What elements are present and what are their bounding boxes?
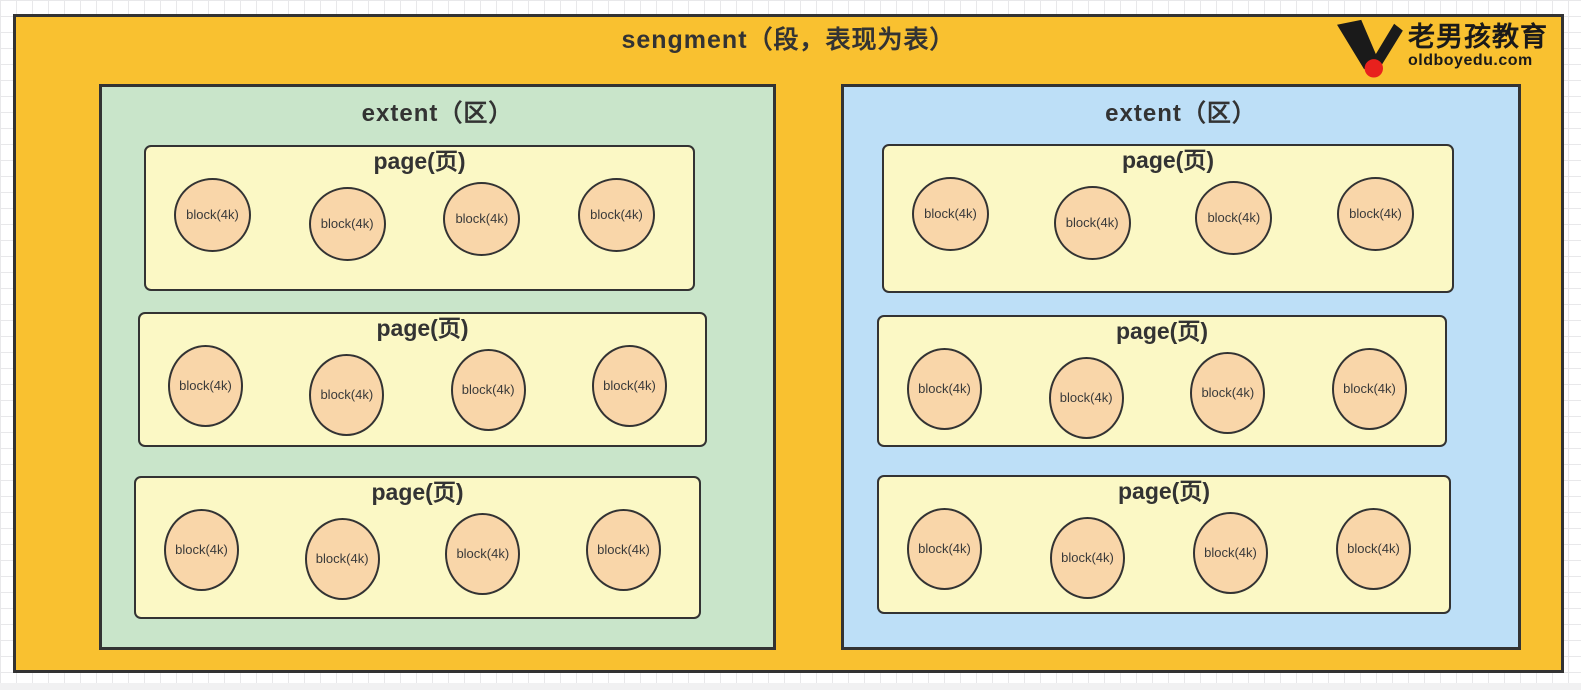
segment-title: sengment（段，表现为表） [621,26,956,54]
page-box: page(页) block(4k) block(4k) block(4k) bl… [144,145,695,291]
block-circle: block(4k) [1048,356,1124,439]
block-circle: block(4k) [1193,511,1268,594]
block-label: block(4k) [1061,550,1114,566]
block-label: block(4k) [1204,545,1257,561]
block-label: block(4k) [186,207,239,223]
page-title: page(页) [1118,478,1210,504]
page-box: page(页) block(4k) block(4k) block(4k) bl… [138,312,707,447]
block-circle: block(4k) [443,181,521,256]
logo-brand-name: 老男孩教育 [1408,22,1548,52]
block-circle: block(4k) [1336,176,1414,251]
block-row: block(4k) block(4k) block(4k) block(4k) [146,176,693,261]
extent-title: extent（区） [361,100,514,127]
block-label: block(4k) [315,551,369,567]
block-label: block(4k) [175,542,228,558]
block-label: block(4k) [918,381,971,397]
block-label: block(4k) [1343,381,1396,397]
block-circle: block(4k) [1331,347,1407,430]
logo-domain: oldboyedu.com [1408,52,1533,70]
block-circle: block(4k) [1053,185,1131,260]
block-row: block(4k) block(4k) block(4k) block(4k) [879,506,1449,599]
page-title: page(页) [376,315,469,341]
block-label: block(4k) [461,382,515,398]
segment-box: sengment（段，表现为表） 老男孩教育 oldboyedu.com ext… [13,14,1564,673]
page-box: page(页) block(4k) block(4k) block(4k) bl… [134,476,701,619]
block-label: block(4k) [590,207,643,223]
block-row: block(4k) block(4k) block(4k) block(4k) [136,507,699,600]
page-box: page(页) block(4k) block(4k) block(4k) bl… [877,315,1447,447]
checkmark-logo-icon [1337,19,1403,78]
block-label: block(4k) [1347,541,1400,557]
block-circle: block(4k) [1190,351,1266,434]
block-circle: block(4k) [168,344,243,427]
block-label: block(4k) [918,541,971,557]
block-circle: block(4k) [308,186,386,261]
block-label: block(4k) [924,206,977,222]
block-circle: block(4k) [174,177,251,252]
block-label: block(4k) [455,211,509,227]
block-label: block(4k) [1349,206,1402,222]
block-label: block(4k) [456,546,510,562]
block-circle: block(4k) [164,508,239,591]
block-label: block(4k) [1065,215,1119,231]
page-box: page(页) block(4k) block(4k) block(4k) bl… [877,475,1451,614]
block-circle: block(4k) [907,347,982,430]
block-row: block(4k) block(4k) block(4k) block(4k) [879,346,1445,439]
block-circle: block(4k) [1050,516,1125,599]
block-label: block(4k) [179,378,232,394]
page-title: page(页) [373,148,466,174]
block-circle: block(4k) [1336,507,1411,590]
page-title: page(页) [1122,147,1214,173]
block-circle: block(4k) [445,512,521,595]
page-title: page(页) [1116,318,1208,344]
block-label: block(4k) [1201,385,1255,401]
block-circle: block(4k) [1195,180,1273,255]
block-label: block(4k) [320,387,374,403]
block-row: block(4k) block(4k) block(4k) block(4k) [140,343,705,436]
block-row: block(4k) block(4k) block(4k) block(4k) [884,175,1452,260]
block-circle: block(4k) [304,517,380,600]
extent-title: extent（区） [1105,100,1257,127]
block-circle: block(4k) [309,353,385,436]
block-label: block(4k) [1207,210,1261,226]
block-label: block(4k) [597,542,650,558]
block-circle: block(4k) [591,344,667,427]
brand-logo: 老男孩教育 oldboyedu.com [1333,18,1548,78]
page-title: page(页) [371,479,464,505]
logo-text: 老男孩教育 oldboyedu.com [1408,18,1548,69]
block-label: block(4k) [320,216,374,232]
block-circle: block(4k) [585,508,661,591]
block-label: block(4k) [1059,390,1113,406]
page-box: page(页) block(4k) block(4k) block(4k) bl… [882,144,1454,293]
block-label: block(4k) [603,378,656,394]
bottom-gray-strip [0,683,1581,690]
block-circle: block(4k) [450,348,526,431]
block-circle: block(4k) [907,507,982,590]
extent-box-left: extent（区） page(页) block(4k) block(4k) bl… [99,84,776,650]
block-circle: block(4k) [912,176,989,251]
extent-box-right: extent（区） page(页) block(4k) block(4k) bl… [841,84,1521,650]
block-circle: block(4k) [577,177,655,252]
